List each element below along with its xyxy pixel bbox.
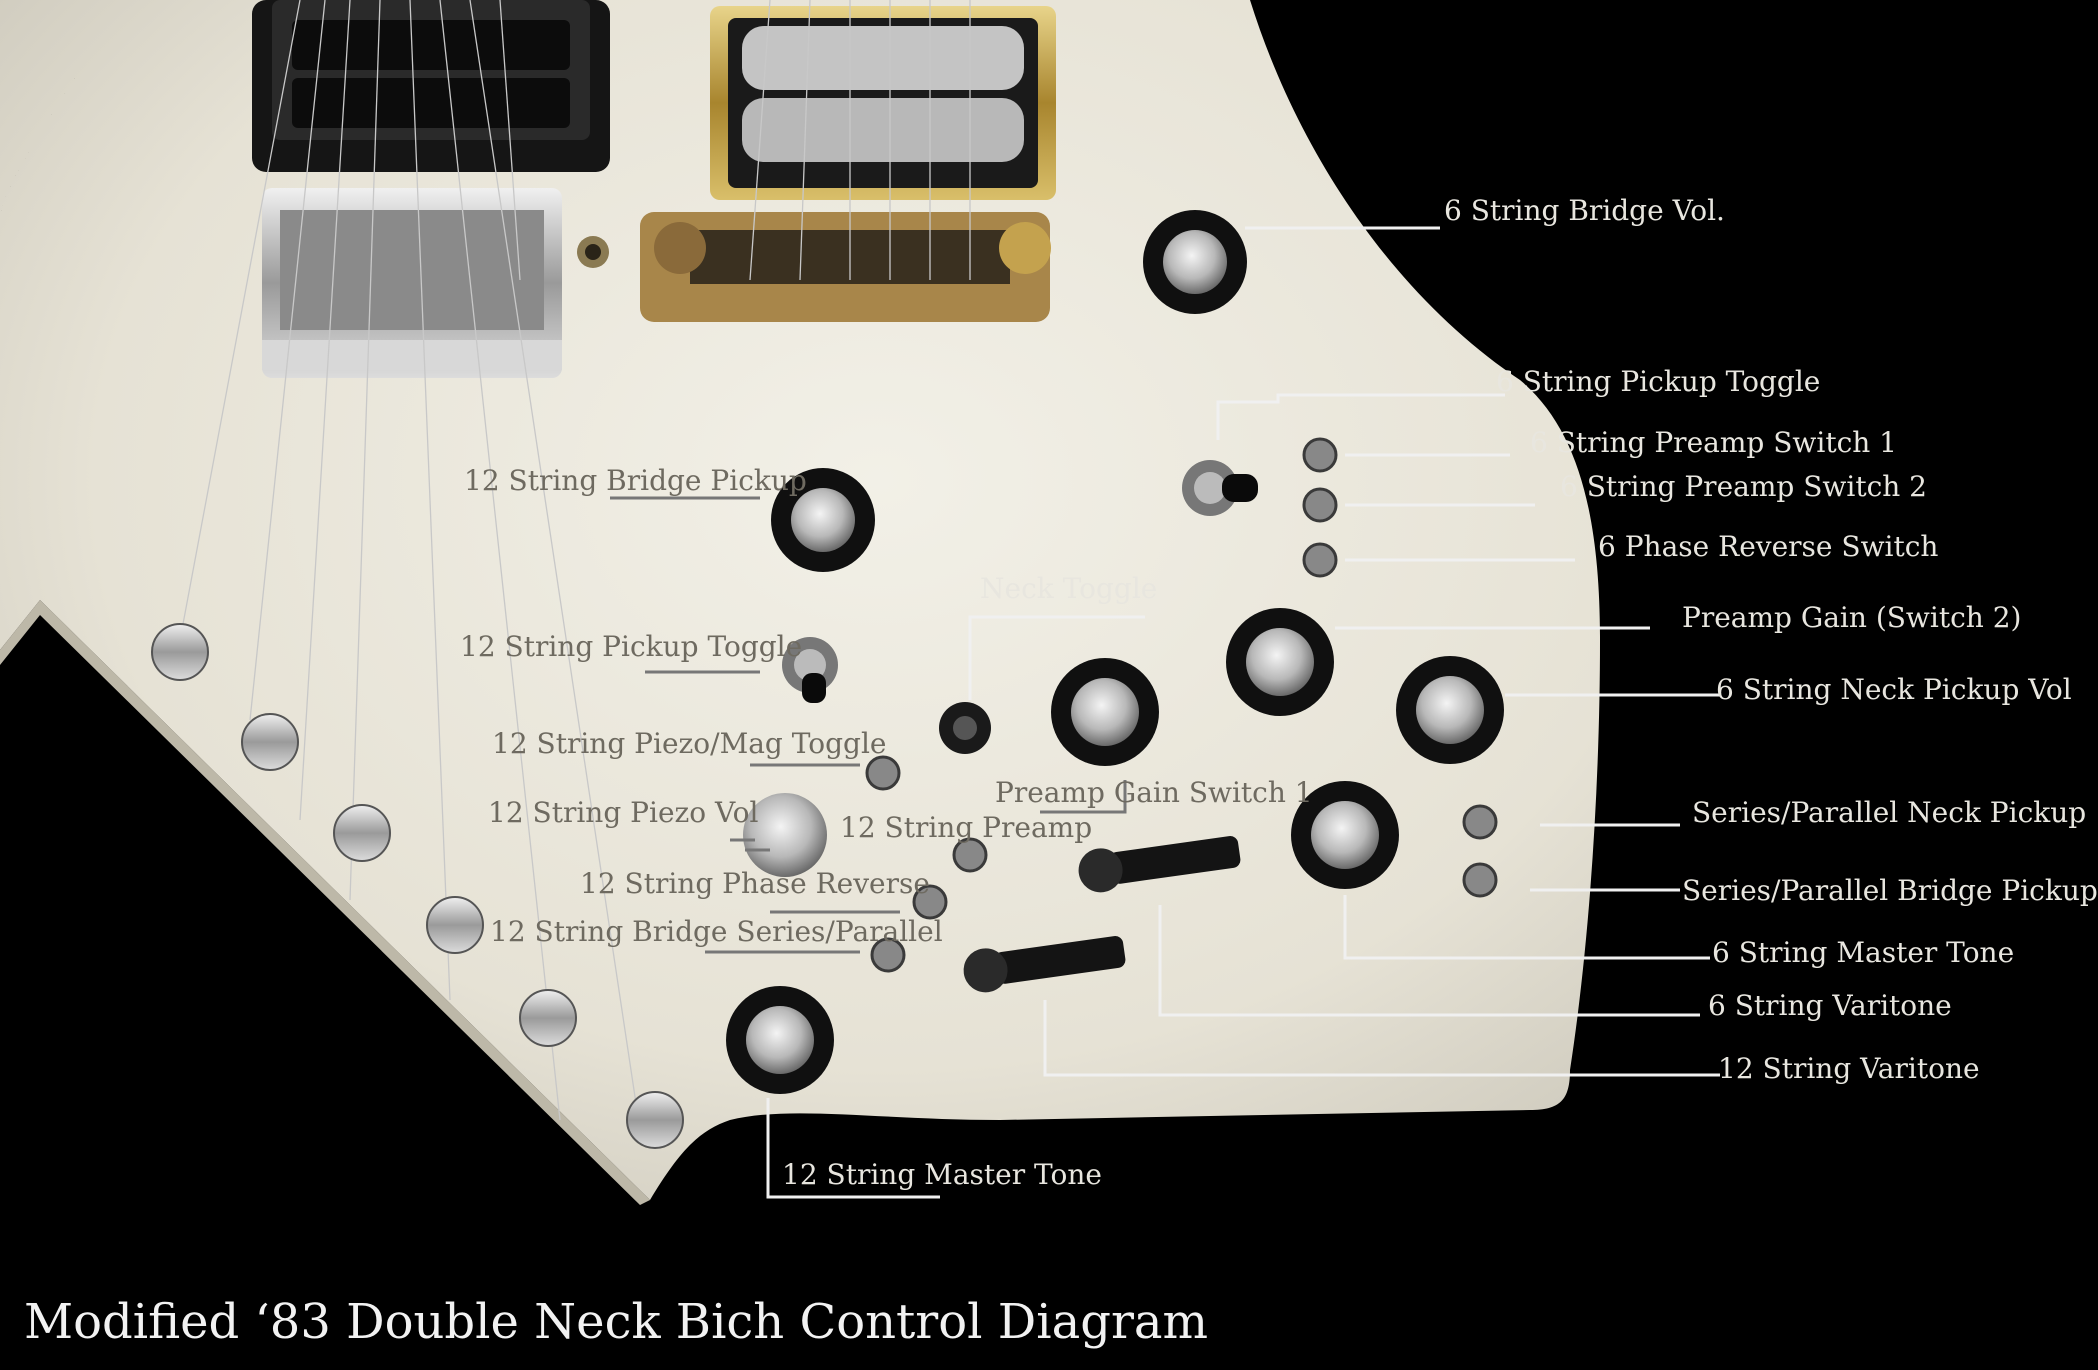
label-12-string-piezo-vol: 12 String Piezo Vol xyxy=(488,796,759,829)
label-6-string-preamp-switch-1: 6 String Preamp Switch 1 xyxy=(1530,426,1897,459)
label-series-parallel-bridge-pickup: Series/Parallel Bridge Pickup xyxy=(1682,874,2098,907)
guitar-photo-illustration xyxy=(0,0,1720,1205)
label-6-string-master-tone: 6 String Master Tone xyxy=(1712,936,2015,969)
label-neck-toggle: Neck Toggle xyxy=(980,572,1158,605)
label-12-string-varitone: 12 String Varitone xyxy=(1718,1052,1980,1085)
switches xyxy=(782,437,1498,993)
label-preamp-gain-switch-1: Preamp Gain Switch 1 xyxy=(995,776,1313,809)
12-string-humbucker xyxy=(252,0,610,172)
diagram-title: Modified ‘83 Double Neck Bich Control Di… xyxy=(24,1294,1209,1350)
label-6-phase-reverse-switch: 6 Phase Reverse Switch xyxy=(1598,530,1939,563)
label-6-string-neck-pickup-vol: 6 String Neck Pickup Vol xyxy=(1716,673,2072,706)
6-string-bridge xyxy=(640,212,1051,322)
tuning-machines xyxy=(151,623,684,1149)
knobs xyxy=(726,210,1504,1094)
label-12-string-piezo-mag-toggle: 12 String Piezo/Mag Toggle xyxy=(492,727,887,760)
label-12-string-preamp: 12 String Preamp xyxy=(840,811,1093,844)
label-12-string-phase-reverse: 12 String Phase Reverse xyxy=(580,867,930,900)
leader-lines-light xyxy=(766,226,1720,1199)
label-12-string-master-tone: 12 String Master Tone xyxy=(782,1158,1102,1191)
6-string-humbucker xyxy=(710,6,1056,200)
leader-lines-dark xyxy=(610,496,1127,954)
label-series-parallel-neck-pickup: Series/Parallel Neck Pickup xyxy=(1692,796,2087,829)
label-6-string-pickup-toggle: 6 String Pickup Toggle xyxy=(1496,365,1821,398)
label-6-string-preamp-switch-2: 6 String Preamp Switch 2 xyxy=(1560,470,1927,503)
label-12-string-bridge-series-parallel: 12 String Bridge Series/Parallel xyxy=(490,915,943,948)
label-preamp-gain-switch-2: Preamp Gain (Switch 2) xyxy=(1682,601,2022,634)
label-6-string-varitone: 6 String Varitone xyxy=(1708,989,1952,1022)
label-12-string-bridge-pickup: 12 String Bridge Pickup xyxy=(464,464,807,497)
label-6-string-bridge-vol: 6 String Bridge Vol. xyxy=(1444,194,1725,227)
12-string-bridge xyxy=(262,188,562,378)
label-12-string-pickup-toggle: 12 String Pickup Toggle xyxy=(460,630,803,663)
